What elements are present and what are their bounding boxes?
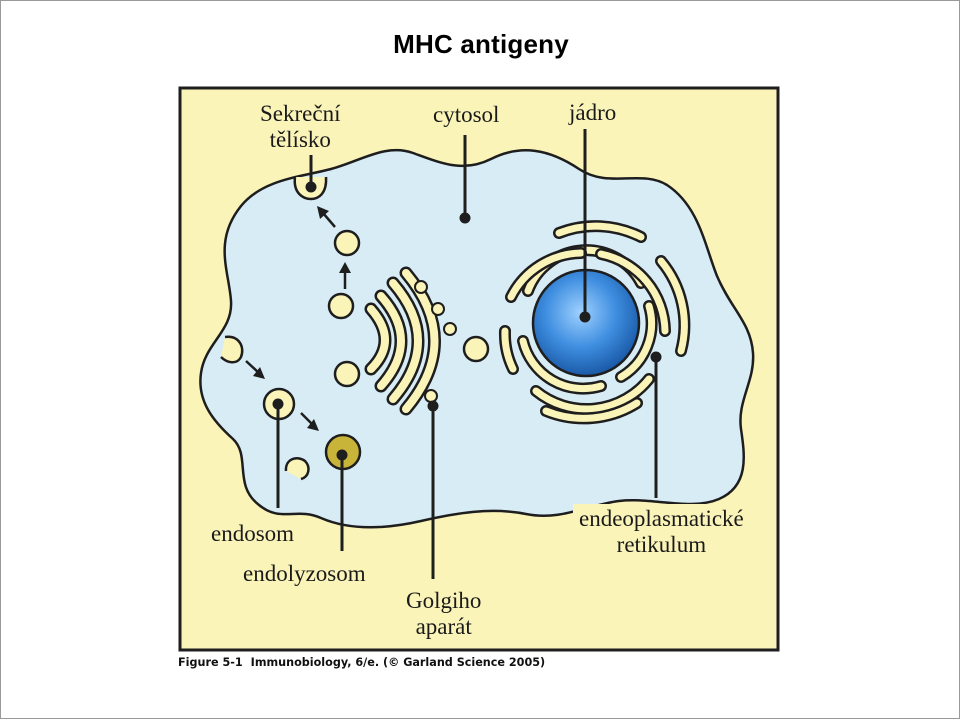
- label-endolysosome: endolyzosom: [237, 559, 372, 589]
- endoplasmic-reticulum: [498, 220, 691, 425]
- golgi-vesicle: [414, 280, 428, 294]
- golgi-vesicle: [431, 302, 445, 316]
- label-er-line2: retikulum: [616, 532, 707, 557]
- arrowhead: [317, 206, 329, 219]
- label-cytosol: cytosol: [427, 100, 506, 130]
- label-golgi-line2: aparát: [415, 614, 472, 639]
- label-secretory-line2: tělísko: [269, 127, 331, 152]
- label-golgi: Golgiho aparát: [400, 586, 488, 642]
- golgi-vesicle: [443, 322, 457, 336]
- vesicle: [333, 360, 361, 388]
- label-nucleus: jádro: [563, 98, 623, 128]
- label-endosome: endosom: [205, 519, 301, 549]
- golgi-vesicle: [424, 389, 438, 403]
- vesicle: [333, 229, 361, 257]
- arrow-line: [322, 212, 336, 228]
- caption-source: Immunobiology, 6/e. (© Garland Science 2…: [250, 656, 546, 669]
- arrowhead: [307, 419, 319, 431]
- figure-caption: Figure 5-1 Immunobiology, 6/e. (© Garland…: [178, 656, 545, 669]
- caption-figure-number: Figure 5-1: [178, 656, 243, 669]
- label-secretory-vesicle: Sekreční tělísko: [254, 99, 347, 155]
- arrowhead: [339, 262, 351, 273]
- label-golgi-line1: Golgiho: [406, 588, 482, 613]
- vesicle: [327, 292, 355, 320]
- label-er-line1: endeoplasmatické: [579, 506, 744, 531]
- membrane-pit: [284, 457, 310, 481]
- leader-lines: [272, 129, 662, 579]
- label-endoplasmic-reticulum: endeoplasmatické retikulum: [573, 504, 750, 560]
- arrow-line: [245, 360, 260, 374]
- golgi-apparatus: [364, 266, 441, 416]
- label-secretory-line1: Sekreční: [260, 101, 341, 126]
- arrowhead: [253, 367, 265, 379]
- slide-title: MHC antigeny: [393, 29, 569, 59]
- endocytic-pit: [220, 335, 244, 364]
- vesicle: [462, 335, 490, 363]
